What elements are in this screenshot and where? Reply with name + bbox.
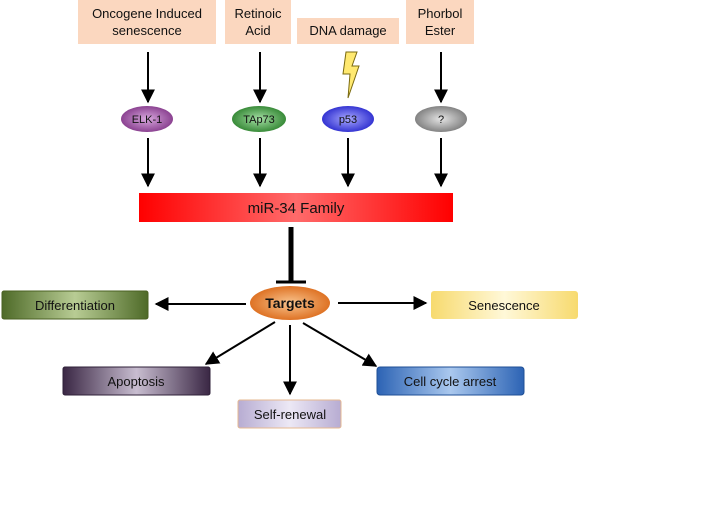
stimulus-oncogene-line1: Oncogene Induced (92, 6, 202, 21)
factor-tap73-label: TAp73 (243, 114, 275, 126)
outcome-differentiation: Differentiation (1, 290, 149, 320)
outcome-cell-cycle-arrest: Cell cycle arrest (376, 366, 525, 396)
factor-p53: p53 (322, 106, 374, 132)
outcome-apoptosis: Apoptosis (62, 366, 211, 396)
factor-unknown-label: ? (438, 114, 444, 126)
outcome-self-renewal-label: Self-renewal (254, 407, 326, 422)
inhibition-connector (276, 227, 306, 284)
outcome-senescence: Senescence (431, 291, 578, 319)
factor-elk1: ELK-1 (121, 106, 173, 132)
outcome-senescence-label: Senescence (468, 298, 540, 313)
factor-unknown: ? (415, 106, 467, 132)
factor-p53-label: p53 (339, 114, 357, 126)
stimulus-retinoic-line2: Acid (245, 23, 270, 38)
stimulus-oncogene-line2: senescence (112, 23, 181, 38)
stimulus-phorbol-ester: Phorbol Ester (406, 0, 474, 44)
arrow-targets-apoptosis (204, 321, 276, 365)
stimulus-dna-label: DNA damage (309, 23, 386, 38)
factor-elk1-label: ELK-1 (132, 114, 163, 126)
factor-tap73: TAp73 (232, 106, 286, 132)
outcome-self-renewal: Self-renewal (237, 399, 342, 429)
outcome-apoptosis-label: Apoptosis (107, 374, 165, 389)
outcome-differentiation-label: Differentiation (35, 298, 115, 313)
stimulus-retinoic-line1: Retinoic (235, 6, 282, 21)
stimulus-phorbol-line2: Ester (425, 23, 456, 38)
outcome-cell-cycle-label: Cell cycle arrest (404, 374, 497, 389)
stimulus-phorbol-line1: Phorbol (418, 6, 463, 21)
stimulus-retinoic-acid: Retinoic Acid (225, 0, 291, 44)
targets-label: Targets (265, 295, 315, 311)
lightning-icon (342, 51, 360, 99)
mir34-family-bar: miR-34 Family (139, 193, 453, 222)
arrow-targets-cell-cycle (302, 322, 378, 367)
mir34-label: miR-34 Family (248, 200, 345, 217)
stimulus-dna-damage: DNA damage (297, 18, 399, 44)
targets-node: Targets (250, 286, 330, 320)
stimulus-oncogene: Oncogene Induced senescence (78, 0, 216, 44)
